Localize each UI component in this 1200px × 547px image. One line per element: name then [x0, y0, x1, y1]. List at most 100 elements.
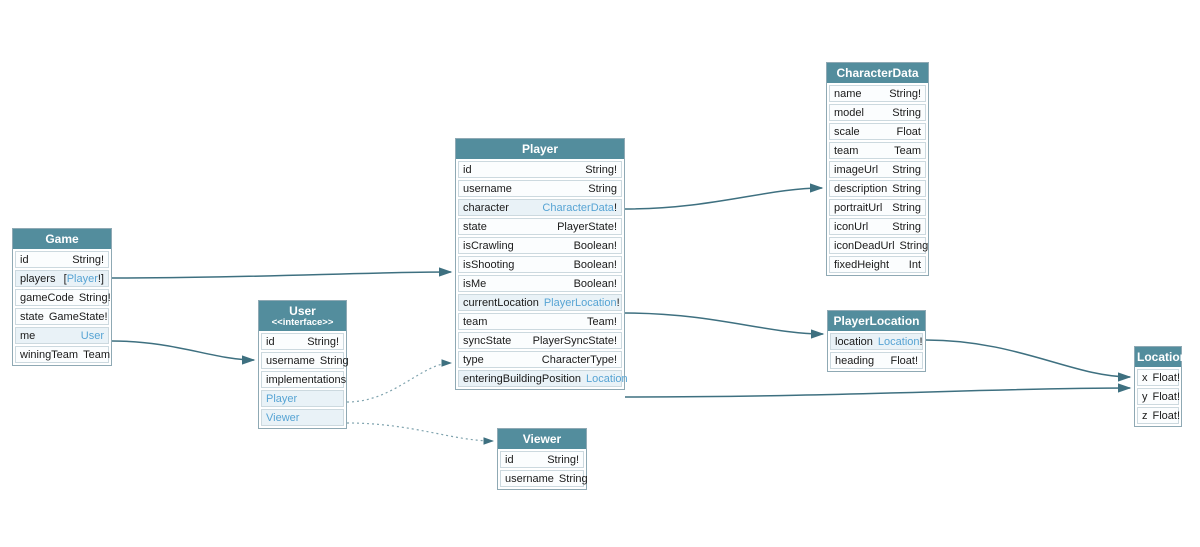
table-row[interactable]: currentLocation PlayerLocation!	[458, 294, 622, 311]
type-node-fields: location Location! heading Float!	[828, 331, 925, 371]
field-type-wrapper: !	[616, 296, 620, 309]
field-type: Team	[894, 145, 921, 157]
table-row[interactable]: enteringBuildingPosition Location	[458, 370, 628, 387]
table-row[interactable]: isMe Boolean!	[458, 275, 622, 292]
field-name[interactable]: Player	[266, 392, 298, 405]
table-row[interactable]: username String	[458, 180, 622, 197]
table-row[interactable]: isShooting Boolean!	[458, 256, 622, 273]
table-row[interactable]: iconUrl String	[829, 218, 926, 235]
table-row[interactable]: username String	[500, 470, 588, 487]
table-row[interactable]: players [Player!]	[15, 270, 109, 287]
table-row[interactable]: name String!	[829, 85, 926, 102]
table-row[interactable]: Viewer	[261, 409, 344, 426]
field-type-wrapper: String!	[889, 87, 921, 100]
type-node-characterdata[interactable]: CharacterData name String! model String …	[826, 62, 929, 276]
field-type: String	[900, 240, 929, 252]
field-type: Float!	[1153, 372, 1181, 384]
type-node-location[interactable]: Location x Float! y Float! z Float!	[1134, 346, 1187, 427]
type-node-header[interactable]: CharacterData	[827, 63, 928, 83]
table-row[interactable]: id String!	[458, 161, 622, 178]
field-name: team	[463, 315, 488, 328]
type-node-header[interactable]: Game	[13, 229, 111, 249]
table-row[interactable]: me User	[15, 327, 109, 344]
field-type-link[interactable]: User	[80, 329, 104, 342]
field-type: Boolean!	[574, 240, 617, 252]
field-type-wrapper: PlayerState!	[557, 220, 617, 233]
table-row[interactable]: heading Float!	[830, 352, 923, 369]
type-node-title: CharacterData	[836, 66, 919, 80]
field-type-link[interactable]: PlayerLocation	[543, 296, 617, 309]
table-row[interactable]: Player	[261, 390, 344, 407]
field-name: username	[505, 472, 554, 485]
field-name: id	[505, 453, 514, 466]
table-row[interactable]: syncState PlayerSyncState!	[458, 332, 622, 349]
field-type-link[interactable]: CharacterData	[542, 201, 614, 214]
table-row[interactable]: location Location!	[830, 333, 923, 350]
type-node-fields: id String! players [Player!] gameCode St…	[13, 249, 111, 365]
field-name: team	[834, 144, 859, 157]
field-type: PlayerLocation!	[544, 297, 620, 309]
table-row[interactable]: implementations	[261, 371, 346, 388]
field-type-wrapper: Team	[83, 348, 110, 361]
type-node-user[interactable]: User <<interface>> id String! username S…	[258, 300, 349, 429]
table-row[interactable]: gameCode String!	[15, 289, 111, 306]
field-type-link[interactable]: Location	[877, 335, 920, 348]
field-type-wrapper: String	[588, 182, 617, 195]
field-type: GameState!	[49, 311, 108, 323]
field-name: portraitUrl	[834, 201, 883, 214]
table-row[interactable]: winingTeam Team	[15, 346, 110, 363]
field-type-wrapper: Float!	[1152, 409, 1181, 422]
table-row[interactable]: id String!	[500, 451, 584, 468]
field-name: players	[20, 272, 56, 285]
field-type: String!	[585, 164, 617, 176]
type-node-player[interactable]: Player id String! username String charac…	[455, 138, 628, 390]
field-type: String	[559, 473, 588, 485]
type-node-header[interactable]: Player	[456, 139, 624, 159]
field-name: syncState	[463, 334, 512, 347]
table-row[interactable]: fixedHeight Int	[829, 256, 926, 273]
table-row[interactable]: imageUrl String	[829, 161, 926, 178]
type-node-header[interactable]: User <<interface>>	[259, 301, 346, 331]
table-row[interactable]: username String	[261, 352, 349, 369]
field-name: isMe	[463, 277, 487, 290]
field-type-wrapper: String	[892, 201, 921, 214]
field-name: name	[834, 87, 862, 100]
type-node-playerlocation[interactable]: PlayerLocation location Location! headin…	[827, 310, 926, 372]
type-node-viewer[interactable]: Viewer id String! username String	[497, 428, 588, 490]
table-row[interactable]: id String!	[15, 251, 109, 268]
field-type: PlayerState!	[557, 221, 617, 233]
field-type-wrapper: CharacterType!	[541, 353, 617, 366]
table-row[interactable]: iconDeadUrl String	[829, 237, 929, 254]
table-row[interactable]: character CharacterData!	[458, 199, 622, 216]
field-type-link[interactable]: Location	[586, 372, 628, 385]
table-row[interactable]: z Float!	[1137, 407, 1181, 424]
table-row[interactable]: model String	[829, 104, 926, 121]
field-type: String!	[307, 336, 339, 348]
field-type-wrapper: Float!	[1152, 371, 1181, 384]
table-row[interactable]: type CharacterType!	[458, 351, 622, 368]
type-node-header[interactable]: Viewer	[498, 429, 586, 449]
field-type: String	[892, 164, 921, 176]
table-row[interactable]: state GameState!	[15, 308, 109, 325]
field-type: String!	[889, 88, 921, 100]
field-type: Team!	[587, 316, 617, 328]
field-name: id	[266, 335, 275, 348]
table-row[interactable]: y Float!	[1137, 388, 1180, 405]
table-row[interactable]: team Team	[829, 142, 926, 159]
field-name[interactable]: Viewer	[266, 411, 300, 424]
table-row[interactable]: isCrawling Boolean!	[458, 237, 622, 254]
table-row[interactable]: x Float!	[1137, 369, 1181, 386]
table-row[interactable]: state PlayerState!	[458, 218, 622, 235]
field-name: location	[835, 335, 873, 348]
type-node-header[interactable]: Location	[1135, 347, 1187, 367]
table-row[interactable]: team Team!	[458, 313, 622, 330]
type-node-game[interactable]: Game id String! players [Player!] gameCo…	[12, 228, 112, 366]
type-node-fields: name String! model String scale Float te…	[827, 83, 928, 275]
table-row[interactable]: id String!	[261, 333, 344, 350]
type-node-header[interactable]: PlayerLocation	[828, 311, 925, 331]
table-row[interactable]: portraitUrl String	[829, 199, 926, 216]
field-type-link[interactable]: Player	[66, 272, 98, 285]
table-row[interactable]: description String	[829, 180, 926, 197]
table-row[interactable]: scale Float	[829, 123, 926, 140]
field-type-wrapper: Boolean!	[573, 277, 617, 290]
